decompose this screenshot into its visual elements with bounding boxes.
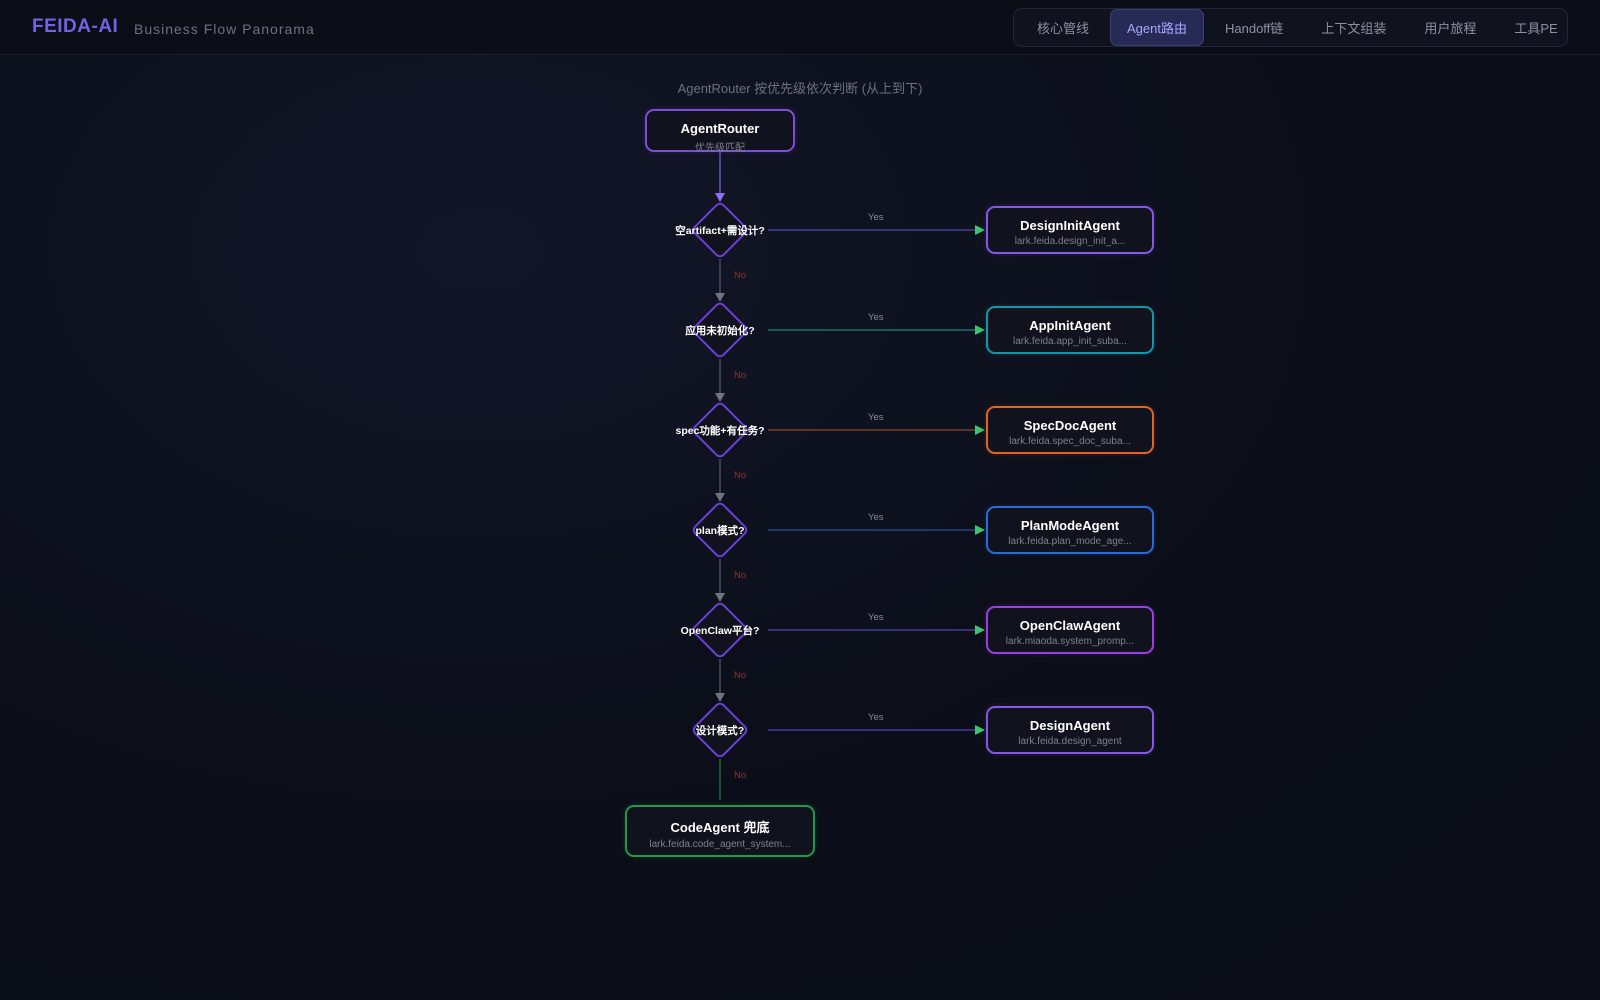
agent-node-subtitle: lark.feida.design_init_a... [1014, 236, 1126, 247]
yes-arrowhead [975, 325, 985, 335]
agent-node-subtitle: lark.feida.app_init_suba... [1013, 336, 1127, 347]
diagram-caption: AgentRouter 按优先级依次判断 (从上到下) [677, 81, 923, 96]
yes-label: Yes [868, 312, 884, 323]
view-tabs: 核心管线 Agent路由 Handoff链 上下文组装 用户旅程 工具PE [1013, 8, 1568, 47]
agent-node-title: DesignAgent [1029, 718, 1111, 733]
decision-diamond [692, 202, 748, 258]
decision-diamond [692, 502, 748, 558]
no-label: No [734, 770, 747, 781]
yes-arrowhead [975, 225, 985, 235]
agent-node-subtitle: lark.feida.plan_mode_age... [1008, 536, 1132, 547]
no-label: No [734, 470, 747, 481]
tab-0[interactable]: 核心管线 [1037, 21, 1090, 36]
fallback-node-title: CodeAgent 兜底 [670, 820, 770, 835]
yes-arrowhead [975, 425, 985, 435]
no-label: No [734, 270, 747, 281]
decision-label: OpenClaw平台? [680, 625, 760, 637]
top-bar: FEIDA-AI Business Flow Panorama 核心管线 Agen… [0, 0, 1600, 55]
router-node-subtitle: 优先级匹配 [695, 143, 745, 154]
agent-node-subtitle: lark.feida.design_agent [1018, 736, 1122, 747]
yes-label: Yes [868, 212, 884, 223]
agent-node[interactable]: SpecDocAgent lark.feida.spec_doc_suba... [986, 406, 1154, 454]
tab-5[interactable]: 工具PE [1514, 21, 1558, 36]
tab-4[interactable]: 用户旅程 [1424, 21, 1477, 36]
decision-diamond [692, 602, 748, 658]
agent-node[interactable]: OpenClawAgent lark.miaoda.system_promp... [986, 606, 1154, 654]
decision-diamond [692, 302, 748, 358]
agent-node-title: AppInitAgent [1029, 318, 1111, 333]
no-label: No [734, 670, 747, 681]
yes-label: Yes [868, 612, 884, 623]
agent-node-subtitle: lark.miaoda.system_promp... [1005, 636, 1135, 647]
router-arrowhead [715, 193, 725, 202]
yes-arrowhead [975, 525, 985, 535]
agent-node[interactable]: DesignAgent lark.feida.design_agent [986, 706, 1154, 754]
yes-arrowhead [975, 625, 985, 635]
agent-node[interactable]: PlanModeAgent lark.feida.plan_mode_age... [986, 506, 1154, 554]
no-arrowhead [715, 293, 725, 302]
yes-arrowhead [975, 725, 985, 735]
agent-node-title: OpenClawAgent [1019, 618, 1121, 633]
yes-label: Yes [868, 512, 884, 523]
router-node[interactable]: AgentRouter 优先级匹配 [645, 109, 795, 154]
tab-3[interactable]: 上下文组装 [1321, 21, 1387, 36]
agent-node-title: PlanModeAgent [1020, 518, 1120, 533]
tab-2[interactable]: Handoff链 [1225, 21, 1284, 36]
no-arrowhead [715, 493, 725, 502]
agent-node-title: SpecDocAgent [1023, 418, 1117, 433]
brand-logo: FEIDA-AI [32, 16, 119, 37]
router-node-title: AgentRouter [680, 121, 760, 136]
yes-label: Yes [868, 412, 884, 423]
decision-label: spec功能+有任务? [675, 425, 765, 437]
fallback-node-subtitle: lark.feida.code_agent_system... [649, 839, 791, 850]
agent-node-title: DesignInitAgent [1020, 218, 1120, 233]
fallback-node[interactable]: CodeAgent 兜底 lark.feida.code_agent_system… [625, 805, 815, 857]
agent-node[interactable]: DesignInitAgent lark.feida.design_init_a.… [986, 206, 1154, 254]
no-arrowhead [715, 693, 725, 702]
decision-label: 空artifact+需设计? [675, 225, 765, 237]
decision-diamond [692, 402, 748, 458]
no-arrowhead [715, 593, 725, 602]
decision-label: 设计模式? [695, 725, 745, 737]
app-subtitle: Business Flow Panorama [134, 21, 315, 37]
agent-node[interactable]: AppInitAgent lark.feida.app_init_suba... [986, 306, 1154, 354]
no-arrowhead [715, 393, 725, 402]
no-label: No [734, 370, 747, 381]
agent-node-subtitle: lark.feida.spec_doc_suba... [1009, 436, 1131, 447]
decision-label: 应用未初始化? [685, 325, 755, 337]
decision-label: plan模式? [695, 525, 745, 537]
tab-1[interactable]: Agent路由 [1110, 9, 1204, 46]
yes-label: Yes [868, 712, 884, 723]
decision-diamond [692, 702, 748, 758]
no-label: No [734, 570, 747, 581]
